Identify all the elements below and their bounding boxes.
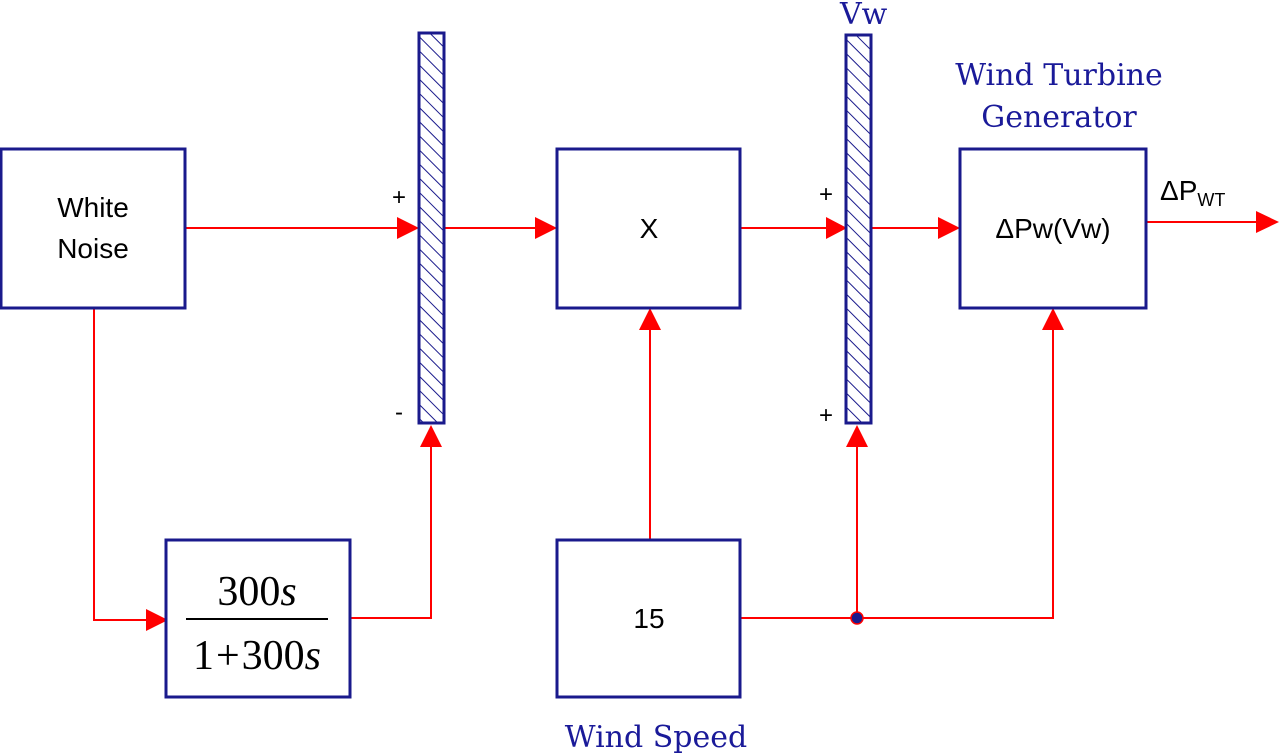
wind-speed-label: Wind Speed [565,720,747,755]
white-noise-block: White Noise [0,147,187,310]
wtg-function: ΔPw(Vw) [995,213,1110,244]
sum2-top-sign: + [819,181,833,208]
wire-noise-to-filter [93,308,146,621]
junction-dot [850,611,864,625]
tf-denominator-coef: 300 [242,633,305,679]
tf-denominator-var: s [305,633,321,679]
arrow-into-sum1-bottom [420,425,442,447]
output-main: ΔP [1160,175,1197,206]
wire-filter-to-sum1 [350,445,432,619]
arrow-into-sum2-bottom [846,425,868,447]
vw-label: Vw [839,0,888,32]
sum1-top-sign: + [392,184,406,211]
tf-denominator-plus: + [216,633,240,679]
multiplier-block: X [555,147,742,310]
white-noise-line2: Noise [57,233,129,264]
sum1-bottom-sign: - [395,399,403,426]
transfer-function-block: 300s 1+300s [164,538,352,699]
arrow-output [1256,211,1279,233]
arrow-into-multiplier-bottom [639,308,661,330]
output-subscript: WT [1197,190,1225,210]
arrow-into-sum1-left [397,217,419,239]
wtg-block: ΔPw(Vw) [958,147,1148,310]
tf-numerator-coef: 300 [217,569,280,615]
arrow-into-sum2-left [826,217,847,239]
wtg-title-line2: Generator [981,100,1137,135]
arrow-into-wtg-bottom [1042,308,1064,330]
arrowheads [146,211,1279,631]
wtg-title-line1: Wind Turbine [955,58,1163,93]
summing-bar-1 [417,31,446,425]
constant-value: 15 [633,603,664,634]
white-noise-line1: White [57,192,129,223]
arrow-into-multiplier [535,217,557,239]
tf-numerator-var: s [280,569,296,615]
tf-denominator: 1+300s [193,633,321,679]
summing-bar-2 [844,33,873,425]
sum2-bottom-sign: + [819,402,833,429]
wire-constant-to-branch [740,330,1054,619]
arrow-into-wtg [938,217,960,239]
tf-numerator: 300s [217,569,296,615]
output-label: ΔPWT [1160,175,1225,210]
multiplier-label: X [640,213,659,244]
tf-denominator-one: 1 [193,633,214,679]
signal-wires [93,221,1258,621]
arrow-into-filter [146,609,168,631]
constant-block: 15 [555,538,742,699]
